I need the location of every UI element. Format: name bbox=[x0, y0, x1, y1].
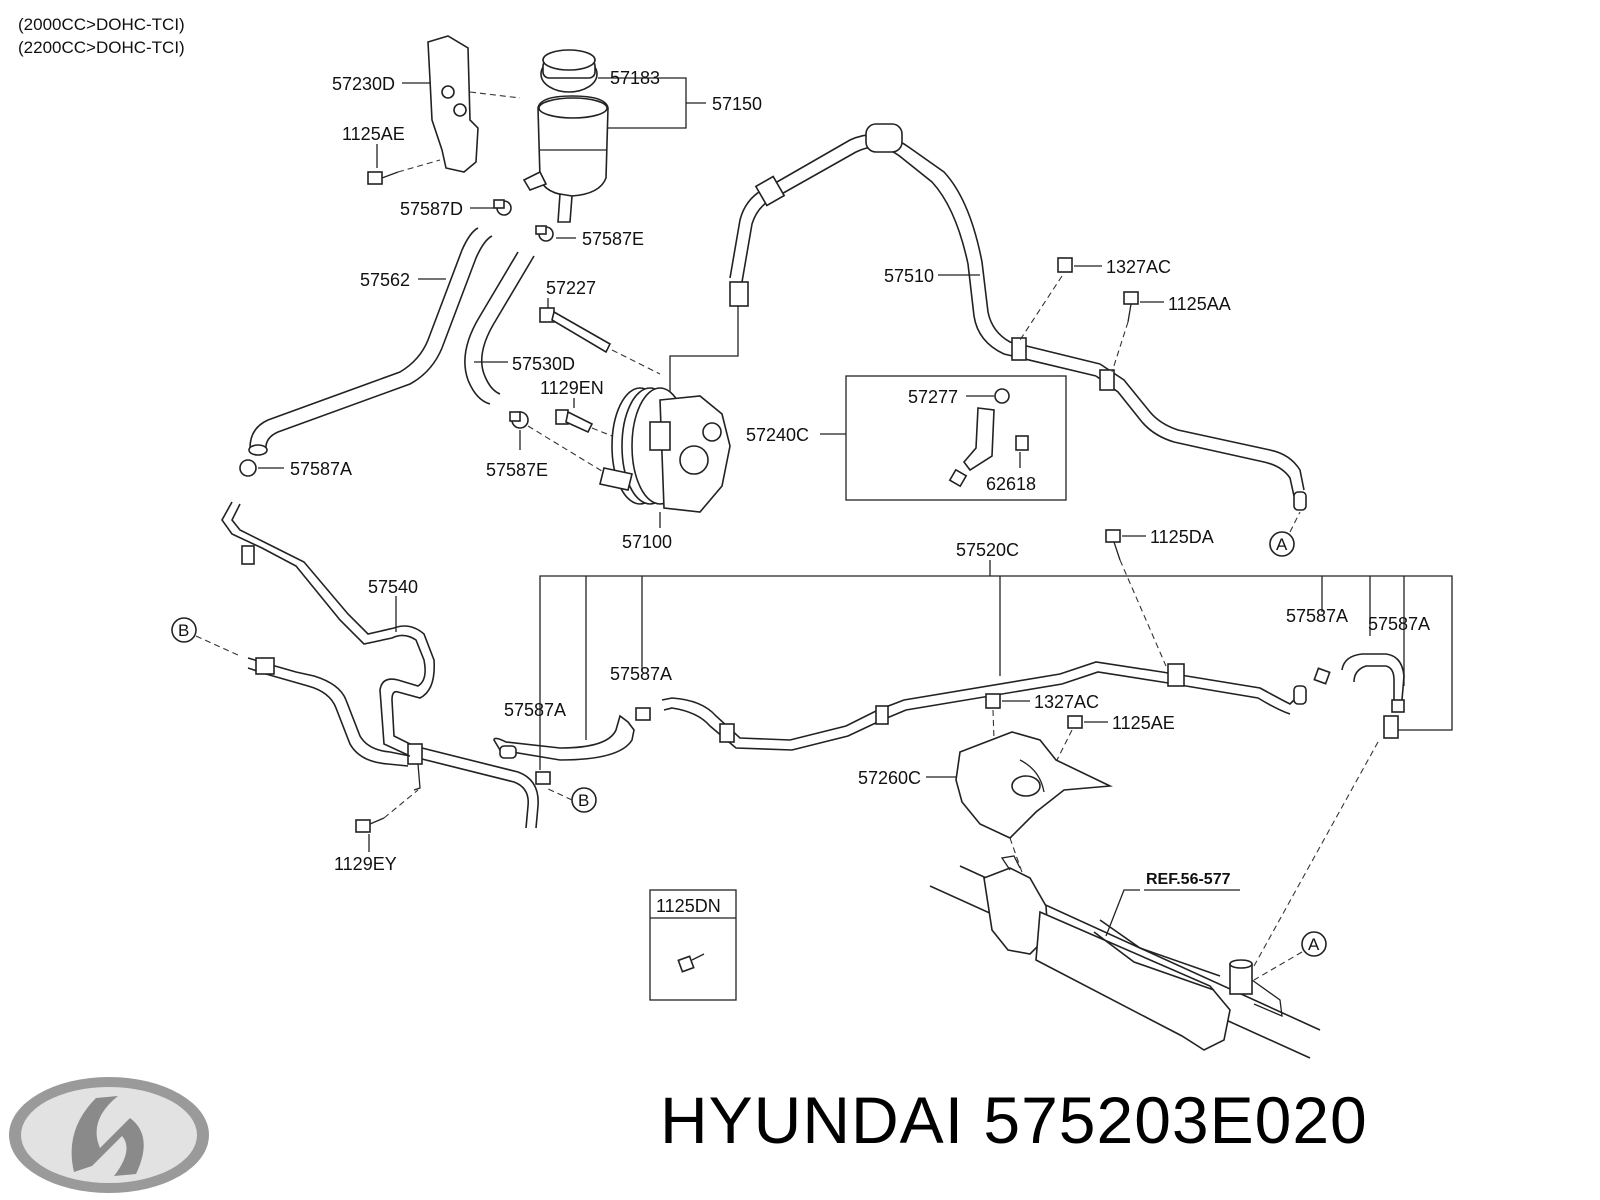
label-57587A-left: 57587A bbox=[290, 459, 352, 479]
bolt-57227 bbox=[539, 307, 661, 375]
header-line-1: (2000CC>DOHC-TCI) bbox=[18, 15, 185, 34]
label-57587A-r1: 57587A bbox=[1286, 606, 1348, 626]
clamp-57587A-r2 bbox=[1391, 699, 1405, 713]
clamp-57587A-low bbox=[535, 771, 551, 785]
label-1125DA: 1125DA bbox=[1150, 527, 1214, 547]
clamp-57587A-r1 bbox=[1313, 667, 1331, 685]
hose-57530D bbox=[464, 251, 535, 405]
bracket-57240C bbox=[948, 407, 1029, 488]
label-57587E-top: 57587E bbox=[582, 229, 644, 249]
header-line-2: (2200CC>DOHC-TCI) bbox=[18, 38, 185, 57]
label-57520C: 57520C bbox=[956, 540, 1019, 560]
reservoir-57150 bbox=[522, 49, 609, 223]
label-57587A-r2: 57587A bbox=[1368, 614, 1430, 634]
label-57587E-mid: 57587E bbox=[486, 460, 548, 480]
nut-1327AC-low bbox=[985, 693, 1001, 741]
clamp-57587A-mid bbox=[635, 707, 651, 721]
svg-text:B: B bbox=[178, 621, 189, 640]
callout-b-left: B bbox=[171, 617, 241, 657]
clamp-57587E-mid bbox=[509, 411, 611, 477]
label-1327AC-low: 1327AC bbox=[1034, 692, 1099, 712]
bracket-line-57520C bbox=[539, 575, 1453, 770]
label-1125DN: 1125DN bbox=[656, 896, 721, 916]
label-57587A-low: 57587A bbox=[504, 700, 566, 720]
svg-text:A: A bbox=[1308, 935, 1320, 954]
clamp-57587A-left bbox=[239, 459, 257, 477]
bolt-1125DN bbox=[677, 953, 705, 973]
callout-b-right: B bbox=[545, 787, 597, 813]
label-57587A-mid: 57587A bbox=[610, 664, 672, 684]
nut-57277 bbox=[994, 388, 1010, 404]
return-tube-57540 bbox=[221, 501, 539, 829]
hose-57562 bbox=[248, 227, 493, 456]
clamp-57587D bbox=[493, 199, 512, 216]
label-57587D: 57587D bbox=[400, 199, 463, 219]
clamp-57587E-top bbox=[535, 225, 554, 242]
label-57277: 57277 bbox=[908, 387, 958, 407]
bolt-1125AE-top bbox=[367, 159, 441, 185]
callout-a-bottom: A bbox=[1253, 931, 1327, 981]
label-57540: 57540 bbox=[368, 577, 418, 597]
pump-57100 bbox=[599, 387, 731, 513]
label-ref-56-577: REF.56-577 bbox=[1146, 871, 1231, 888]
label-1125AA: 1125AA bbox=[1168, 294, 1231, 314]
svg-text:B: B bbox=[578, 791, 589, 810]
label-57240C: 57240C bbox=[746, 425, 809, 445]
callout-a-top: A bbox=[1269, 511, 1301, 557]
svg-text:A: A bbox=[1276, 535, 1288, 554]
label-57183: 57183 bbox=[610, 68, 660, 88]
bolt-1125DA bbox=[1105, 529, 1167, 667]
bolt-1125AE-low bbox=[1051, 715, 1083, 771]
label-1327AC-top: 1327AC bbox=[1106, 257, 1171, 277]
brand-part-number: HYUNDAI 575203E020 bbox=[660, 1083, 1368, 1157]
pressure-hose-57510 bbox=[669, 123, 1307, 511]
hyundai-logo-icon bbox=[9, 1077, 209, 1193]
label-57230D: 57230D bbox=[332, 74, 395, 94]
label-1129EN: 1129EN bbox=[540, 378, 604, 398]
label-62618: 62618 bbox=[986, 474, 1036, 494]
label-57227: 57227 bbox=[546, 278, 596, 298]
label-57150: 57150 bbox=[712, 94, 762, 114]
label-57260C: 57260C bbox=[858, 768, 921, 788]
protector-57260C bbox=[955, 731, 1113, 879]
label-1125AE-low: 1125AE bbox=[1112, 713, 1175, 733]
nut-1327AC-top bbox=[1019, 257, 1073, 341]
label-57530D: 57530D bbox=[512, 354, 575, 374]
label-57562: 57562 bbox=[360, 270, 410, 290]
bracket-57230D bbox=[427, 35, 521, 173]
cooler-tube-57520C bbox=[493, 653, 1405, 967]
label-57100: 57100 bbox=[622, 532, 672, 552]
label-57510: 57510 bbox=[884, 266, 934, 286]
label-1129EY: 1129EY bbox=[334, 854, 397, 874]
bolt-1125AA bbox=[1111, 291, 1139, 373]
box-57240C bbox=[845, 375, 1067, 501]
steering-gear bbox=[929, 855, 1321, 1059]
box-1125DN bbox=[649, 889, 737, 1001]
label-1125AE-top: 1125AE bbox=[342, 124, 405, 144]
bolt-1129EY bbox=[355, 789, 419, 833]
